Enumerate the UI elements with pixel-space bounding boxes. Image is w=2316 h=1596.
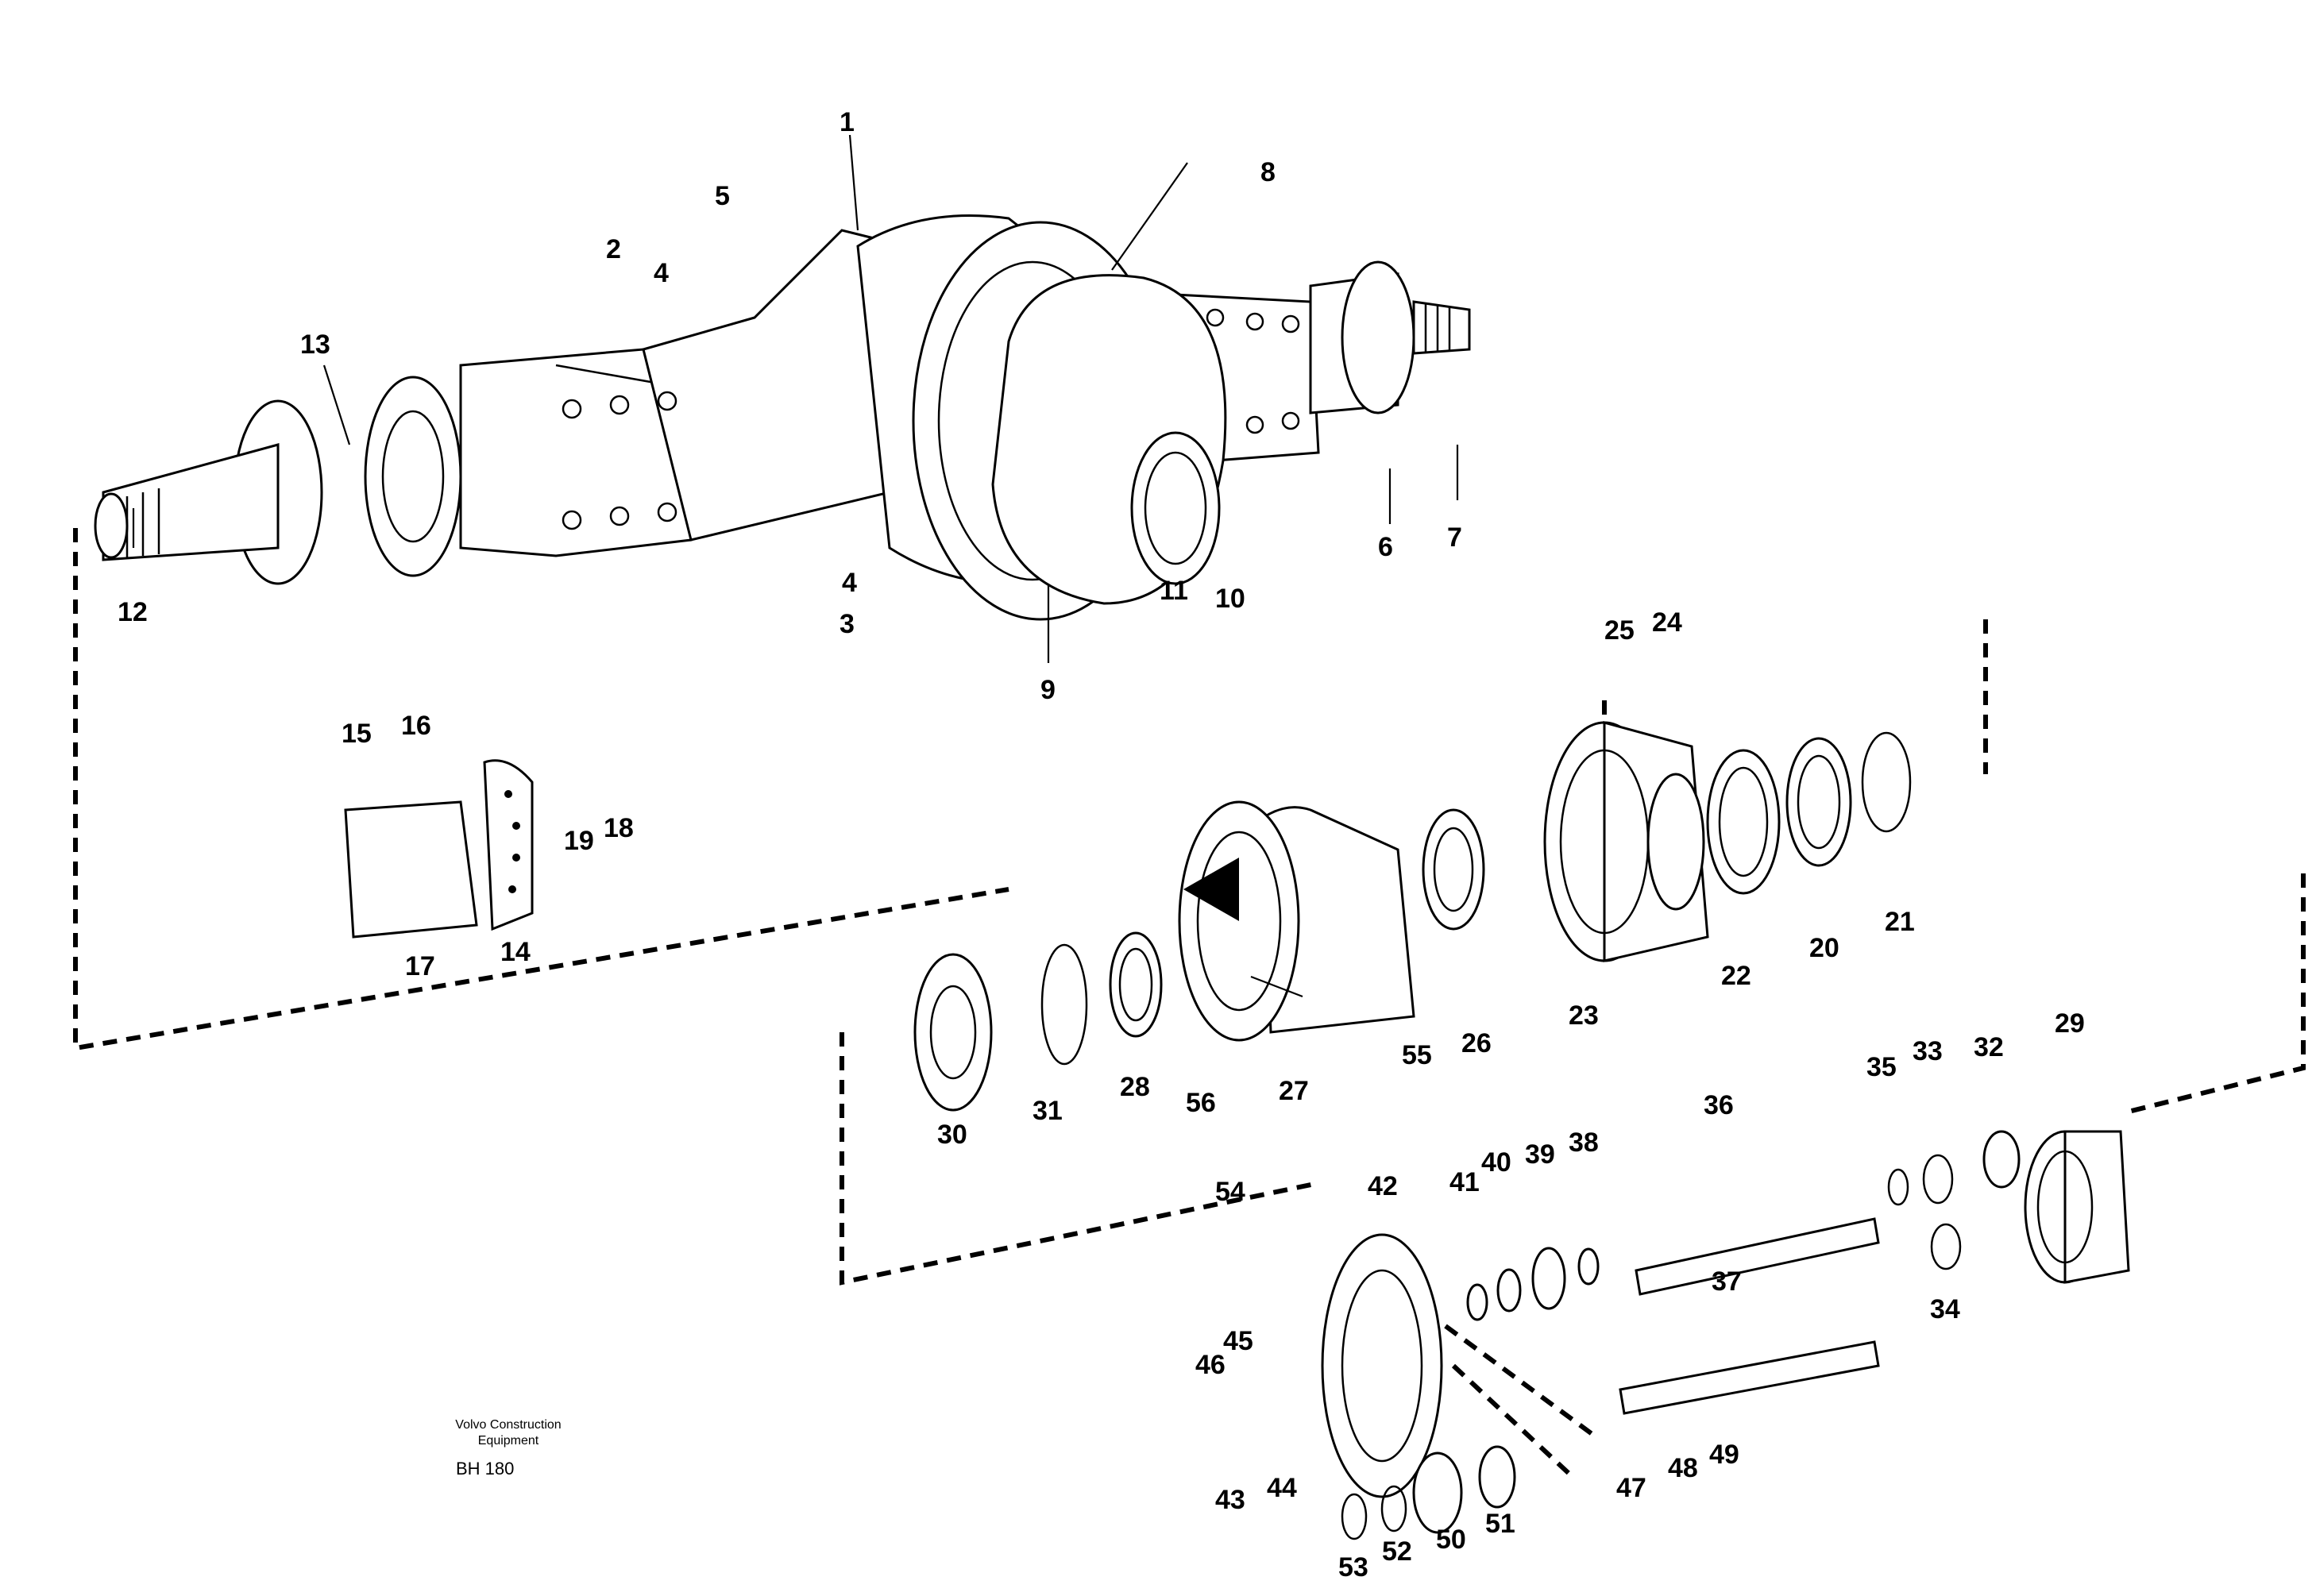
callout-53: 53 (1338, 1552, 1368, 1583)
callout-17: 17 (405, 951, 435, 981)
callout-13: 13 (300, 330, 330, 360)
callout-6: 6 (1378, 532, 1393, 562)
callout-labels: 1 2 3 4 4 5 6 7 8 9 10 11 12 13 14 15 16… (118, 107, 2085, 1583)
callout-9: 9 (1040, 675, 1056, 705)
callout-30: 30 (937, 1120, 967, 1150)
leader-lines (132, 134, 1459, 998)
callout-49: 49 (1709, 1440, 1739, 1470)
dashed-connectors (73, 528, 2306, 1479)
imprint-code: BH 180 (456, 1459, 515, 1478)
wheel-hub-group (913, 721, 2130, 1284)
callout-19: 19 (564, 826, 594, 856)
callout-7: 7 (1447, 522, 1462, 553)
callout-37: 37 (1712, 1266, 1742, 1297)
callout-4b: 4 (842, 568, 857, 598)
callout-15: 15 (342, 719, 372, 749)
callout-4a: 4 (654, 258, 669, 288)
callout-29: 29 (2055, 1008, 2085, 1039)
callout-52: 52 (1382, 1536, 1412, 1567)
callout-38: 38 (1569, 1128, 1599, 1158)
callout-40: 40 (1481, 1147, 1511, 1178)
callout-42: 42 (1368, 1171, 1398, 1201)
callout-56: 56 (1186, 1088, 1216, 1118)
callout-11: 11 (1160, 576, 1188, 606)
callout-23: 23 (1569, 1000, 1599, 1031)
callout-45: 45 (1223, 1326, 1253, 1356)
callout-41: 41 (1449, 1167, 1480, 1197)
imprint-line-1: Volvo Construction (455, 1418, 562, 1432)
callout-55: 55 (1402, 1040, 1432, 1070)
callout-43: 43 (1215, 1485, 1245, 1515)
publisher-imprint: Volvo Construction Equipment BH 180 (445, 1417, 572, 1479)
callout-46: 46 (1195, 1350, 1226, 1380)
callout-47: 47 (1616, 1473, 1646, 1503)
planetary-group (1321, 1130, 2021, 1540)
callout-25: 25 (1604, 615, 1635, 646)
callout-51: 51 (1485, 1509, 1515, 1539)
callout-18: 18 (604, 813, 634, 843)
callout-24: 24 (1652, 607, 1682, 638)
callout-31: 31 (1033, 1096, 1063, 1126)
callout-2: 2 (606, 234, 621, 264)
callout-44: 44 (1267, 1473, 1297, 1503)
callout-21: 21 (1885, 907, 1915, 937)
callout-20: 20 (1809, 933, 1839, 963)
callout-32: 32 (1974, 1032, 2004, 1062)
callout-39: 39 (1525, 1139, 1555, 1170)
callout-22: 22 (1721, 961, 1751, 991)
callout-5: 5 (715, 181, 730, 211)
callout-26: 26 (1461, 1028, 1492, 1058)
callout-33: 33 (1913, 1036, 1943, 1066)
callout-12: 12 (118, 597, 148, 627)
callout-8: 8 (1260, 157, 1276, 187)
callout-1: 1 (840, 107, 855, 137)
imprint-line-2: Equipment (477, 1434, 539, 1448)
callout-10: 10 (1215, 584, 1245, 614)
callout-28: 28 (1120, 1072, 1150, 1102)
callout-3: 3 (840, 609, 855, 639)
callout-54: 54 (1215, 1177, 1245, 1207)
callout-27: 27 (1279, 1076, 1309, 1106)
callout-36: 36 (1704, 1090, 1734, 1120)
axle-housing (94, 214, 1471, 621)
callout-48: 48 (1668, 1453, 1698, 1483)
callout-34: 34 (1930, 1294, 1960, 1324)
brake-caliper (344, 759, 534, 939)
callout-50: 50 (1436, 1525, 1466, 1555)
callout-14: 14 (500, 937, 531, 967)
callout-16: 16 (401, 711, 431, 741)
callout-35: 35 (1866, 1052, 1897, 1082)
